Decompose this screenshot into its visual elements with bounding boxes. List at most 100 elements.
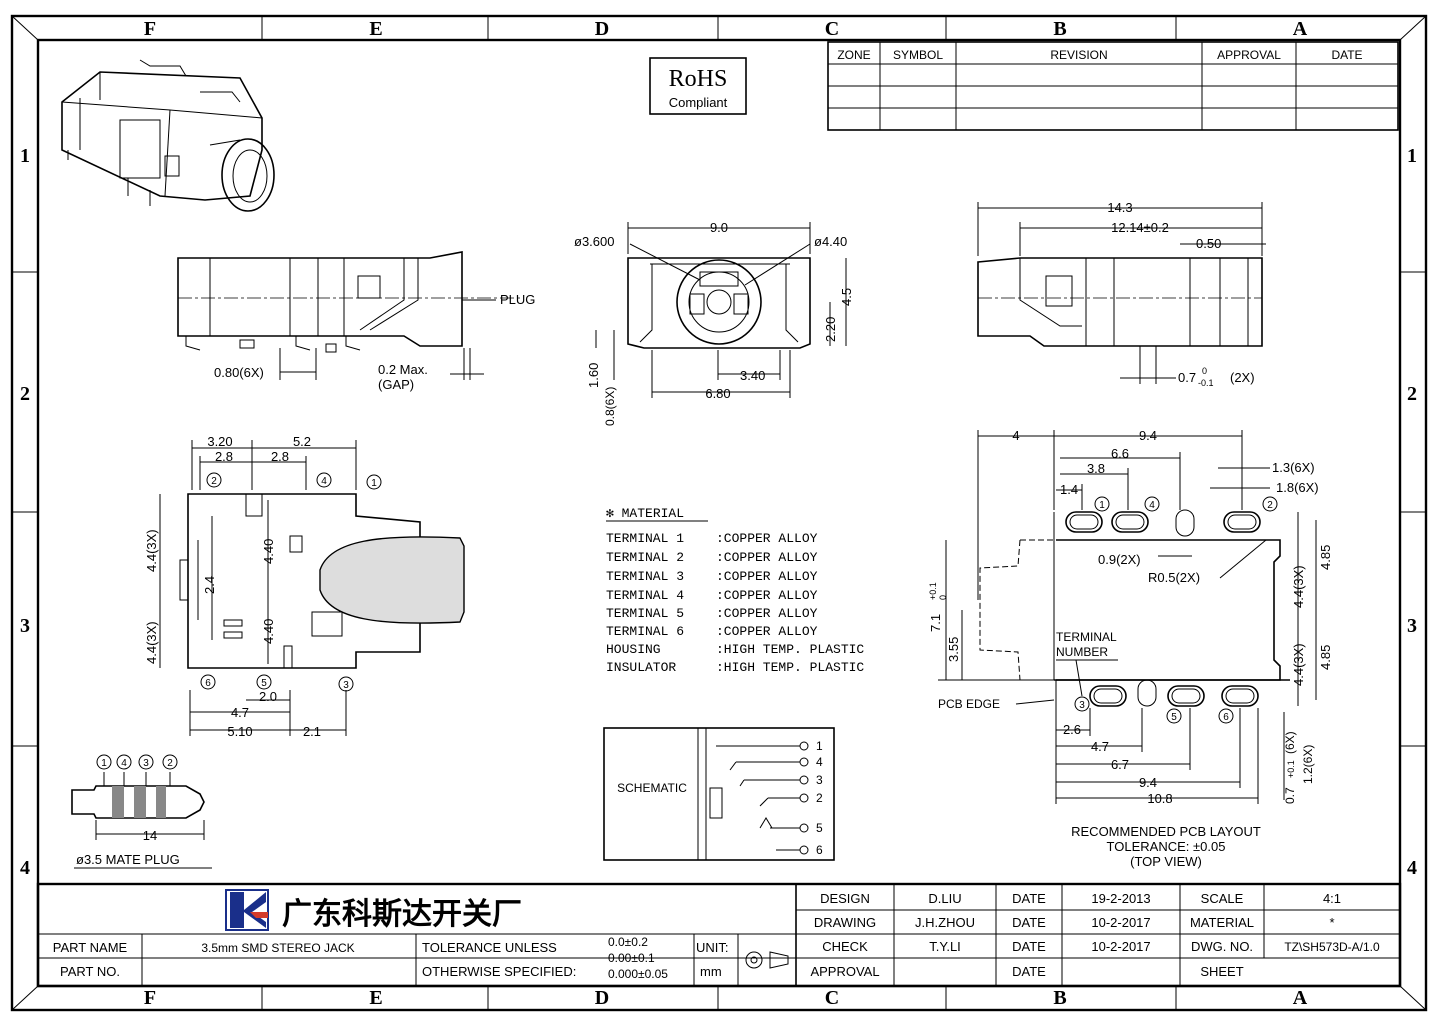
svg-text:3: 3 [343, 680, 349, 691]
material-key: HOUSING [606, 642, 661, 657]
dim-plug-14: 14 [143, 828, 157, 843]
dim-pcb-07: 0.7 [1283, 787, 1297, 804]
material-key: TERMINAL 6 [606, 624, 684, 639]
unit-label: UNIT: [696, 940, 729, 955]
mate-plug-view: 1 4 3 2 14 ø3.5 MATE PLUG [71, 754, 212, 869]
right-side-view: 14.3 12.14±0.2 0.50 0.7 0 -0.1 (2X) [977, 200, 1266, 388]
dim-front-phi36: ø3.600 [574, 234, 614, 249]
zone-labels: F E D C B A F E D C B A 1 2 3 4 1 2 3 4 [20, 18, 1417, 1009]
material-key: TERMINAL 1 [606, 531, 684, 546]
col-label: D [595, 18, 609, 40]
projection-symbol-icon [745, 951, 789, 969]
svg-text:4: 4 [121, 758, 127, 769]
dim-top-320: 3.20 [207, 434, 232, 449]
row-label: 1 [1407, 145, 1417, 167]
dim-pcb-71tol2: 0 [938, 595, 948, 600]
dim-pcb-07tol: +0.1 [1286, 760, 1296, 778]
dim-pcb-355: 3.55 [946, 637, 961, 662]
company-logo [225, 889, 269, 931]
dim-pcb-485a: 4.85 [1318, 545, 1333, 570]
dim-pcb-108: 10.8 [1147, 791, 1172, 806]
date-label: DATE [1012, 915, 1046, 930]
rev-header-zone: ZONE [837, 48, 870, 62]
rohs-mark: RoHS Compliant [649, 57, 747, 115]
dim-pcb-4: 4 [1012, 428, 1019, 443]
material-value: :HIGH TEMP. PLASTIC [716, 642, 864, 657]
dim-pcb-13: 1.3(6X) [1272, 460, 1315, 475]
pcb-edge: PCB EDGE [938, 697, 1000, 711]
drawing-frame [10, 14, 1428, 1012]
material-label: MATERIAL [1190, 915, 1254, 930]
side-view: PLUG 0.80(6X) 0.2 Max. (GAP) [177, 251, 535, 392]
dim-pcb-94: 9.4 [1139, 428, 1157, 443]
material-value: :COPPER ALLOY [716, 588, 818, 603]
dim-pcb-47: 4.7 [1091, 739, 1109, 754]
material-title: ✻ MATERIAL [606, 506, 684, 521]
dim-side-plug: PLUG [500, 292, 535, 307]
svg-text:4: 4 [1149, 500, 1155, 511]
dim-top-47: 4.7 [231, 705, 249, 720]
rohs-title: RoHS [669, 66, 728, 92]
schematic-label: SCHEMATIC [617, 781, 687, 795]
date-value: 19-2-2013 [1091, 891, 1150, 906]
scale-value: 4:1 [1323, 891, 1341, 906]
col-label: C [825, 987, 839, 1009]
row-label: 2 [1407, 383, 1417, 405]
dim-pcb-12: 1.2(6X) [1301, 745, 1315, 784]
dim-pcb-18: 1.8(6X) [1276, 480, 1319, 495]
material-value: :COPPER ALLOY [716, 624, 818, 639]
material-list: ✻ MATERIAL TERMINAL 1 :COPPER ALLOY TERM… [606, 506, 864, 675]
part-name-label: PART NAME [53, 940, 128, 955]
tolerance-b: 0.00±0.1 [608, 951, 655, 965]
revision-table: ZONE SYMBOL REVISION APPROVAL DATE [827, 41, 1399, 131]
dim-front-phi44: ø4.40 [814, 234, 847, 249]
dim-pcb-44a: 4.4(3X) [1291, 565, 1306, 608]
dim-rside-07tol: 0 [1202, 366, 1207, 376]
pcb-rec2: TOLERANCE: ±0.05 [1107, 839, 1226, 854]
svg-text:2: 2 [211, 476, 217, 487]
drawing-value: J.H.ZHOU [915, 915, 975, 930]
date-label: DATE [1012, 939, 1046, 954]
rohs-sub: Compliant [669, 95, 728, 110]
dim-front-45: 4.5 [839, 288, 854, 306]
drawing-label: DRAWING [814, 915, 876, 930]
svg-text:1: 1 [1099, 500, 1105, 511]
dim-pcb-6x: (6X) [1283, 731, 1297, 754]
dim-pcb-485b: 4.85 [1318, 645, 1333, 670]
part-name-value: 3.5mm SMD STEREO JACK [201, 941, 354, 955]
col-label: B [1053, 987, 1066, 1009]
row-label: 1 [20, 145, 30, 167]
svg-text:6: 6 [205, 678, 211, 689]
pcb-terminal: TERMINAL [1056, 630, 1117, 644]
dim-front-160: 1.60 [586, 363, 601, 388]
dim-front-220: 2.20 [823, 317, 838, 342]
date-label: DATE [1012, 891, 1046, 906]
plug-title: ø3.5 MATE PLUG [76, 852, 180, 867]
design-label: DESIGN [820, 891, 870, 906]
row-label: 3 [20, 615, 30, 637]
dim-top-44-3x: 4.4(3X) [144, 529, 159, 572]
dim-pcb-38: 3.8 [1087, 461, 1105, 476]
dwg-no-value: TZ\SH573D-A/1.0 [1284, 940, 1380, 954]
row-label: 4 [20, 857, 30, 879]
unit-value: mm [700, 964, 722, 979]
schematic: SCHEMATIC 1 4 3 2 5 6 [603, 727, 835, 861]
dim-pcb-94b: 9.4 [1139, 775, 1157, 790]
material-key: TERMINAL 3 [606, 569, 684, 584]
schematic-pin: 3 [816, 773, 823, 787]
pcb-number: NUMBER [1056, 645, 1108, 659]
dim-side-gap2: (GAP) [378, 377, 414, 392]
dim-top-44-3x-b: 4.4(3X) [144, 621, 159, 664]
pcb-layout: 1 4 2 3 5 6 4 9.4 6.6 3.8 1.4 1.3(6X) 1.… [928, 428, 1333, 869]
rev-header-symbol: SYMBOL [893, 48, 943, 62]
sheet-label: SHEET [1200, 964, 1243, 979]
schematic-pin: 6 [816, 843, 823, 857]
dim-pcb-14: 1.4 [1060, 482, 1078, 497]
dim-pcb-71tol: +0.1 [928, 582, 938, 600]
date-label: DATE [1012, 964, 1046, 979]
material-value: :COPPER ALLOY [716, 606, 818, 621]
rev-header-date: DATE [1331, 48, 1362, 62]
material-key: TERMINAL 5 [606, 606, 684, 621]
row-label: 2 [20, 383, 30, 405]
dim-rside-07tol2: -0.1 [1198, 378, 1214, 388]
